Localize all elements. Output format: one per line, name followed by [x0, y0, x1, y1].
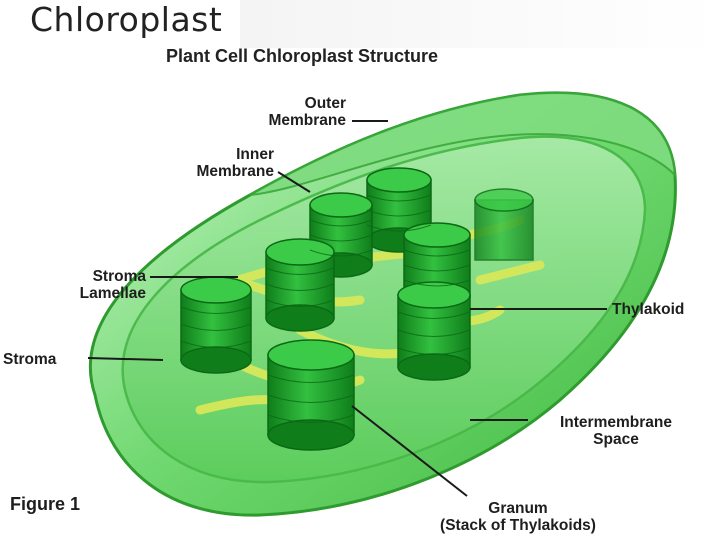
- label-granum-line2: (Stack of Thylakoids): [398, 517, 638, 534]
- label-intermembrane-space: Intermembrane Space: [528, 414, 704, 448]
- granum-stack: [181, 277, 251, 373]
- label-outer-membrane-line1: Outer: [200, 95, 346, 112]
- label-stroma-lamellae: Stroma Lamellae: [40, 268, 146, 302]
- label-granum-line1: Granum: [398, 500, 638, 517]
- label-stroma-lamellae-line2: Lamellae: [40, 285, 146, 302]
- label-inner-membrane-line2: Membrane: [130, 163, 274, 180]
- figure-number: Figure 1: [10, 494, 80, 515]
- label-stroma-lamellae-line1: Stroma: [40, 268, 146, 285]
- granum-stack: [268, 340, 354, 450]
- granum-stack: [475, 189, 533, 260]
- granum-stack: [398, 282, 470, 380]
- label-intermembrane-space-line2: Space: [528, 431, 704, 448]
- label-outer-membrane-line2: Membrane: [200, 112, 346, 129]
- label-stroma: Stroma: [3, 351, 56, 368]
- label-inner-membrane-line1: Inner: [130, 146, 274, 163]
- label-outer-membrane: Outer Membrane: [200, 95, 346, 129]
- granum-stack: [266, 239, 334, 331]
- label-inner-membrane: Inner Membrane: [130, 146, 274, 180]
- label-thylakoid: Thylakoid: [612, 301, 684, 318]
- label-granum: Granum (Stack of Thylakoids): [398, 500, 638, 534]
- label-intermembrane-space-line1: Intermembrane: [528, 414, 704, 431]
